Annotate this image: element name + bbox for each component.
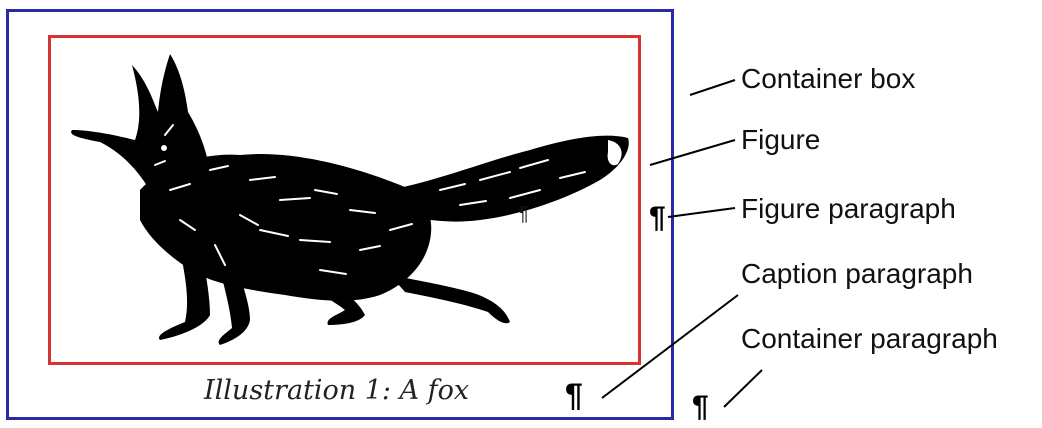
- fox-head: [71, 54, 210, 200]
- label-container-box: Container box: [741, 63, 916, 94]
- fox-body: [140, 154, 432, 301]
- container-paragraph-pilcrow: ¶: [692, 390, 709, 423]
- fox-illustration: [71, 54, 629, 345]
- label-figure-paragraph: Figure paragraph: [741, 193, 956, 224]
- fox-front-leg: [159, 240, 210, 340]
- label-caption-paragraph: Caption paragraph: [741, 258, 973, 289]
- leader-figure-paragraph: [667, 207, 736, 218]
- figure-box: [48, 35, 641, 365]
- caption-text: Illustration 1: A fox: [204, 375, 470, 406]
- caption-paragraph-pilcrow: ¶: [565, 377, 583, 413]
- leader-container-paragraph: [723, 369, 763, 408]
- label-figure: Figure: [741, 124, 821, 155]
- fox-tail: [390, 135, 629, 222]
- leader-container-box: [689, 79, 736, 96]
- figure-inner-pilcrow: ¶: [518, 203, 529, 225]
- label-container-paragraph: Container paragraph: [741, 323, 998, 354]
- fox-hind-leg: [312, 280, 365, 325]
- figure-paragraph-pilcrow: ¶: [649, 201, 666, 234]
